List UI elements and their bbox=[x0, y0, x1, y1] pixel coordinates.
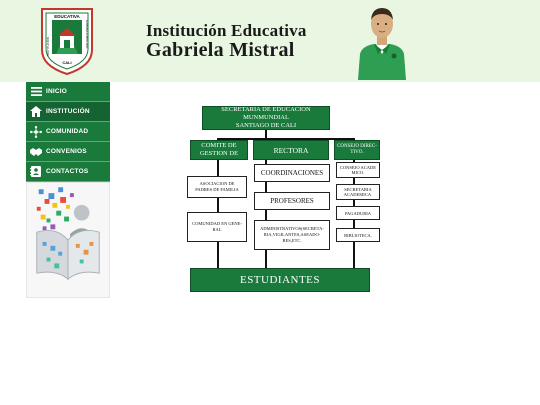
org-box-biblioteca: BIBLIOTECA. bbox=[336, 228, 380, 242]
home-icon bbox=[30, 106, 42, 118]
org-box-administrativos: ADMINISTRATIVOS(SECRETA- RIA,VIGILANTES,… bbox=[254, 220, 330, 250]
menu-icon bbox=[30, 86, 42, 98]
sidebar-item-contactos[interactable]: CONTACTOS bbox=[26, 162, 110, 182]
student-illustration bbox=[358, 8, 406, 80]
org-box-rectora: RECTORA bbox=[253, 140, 329, 160]
sidebar-item-comunidad[interactable]: COMUNIDAD bbox=[26, 122, 110, 142]
sidebar: INICIO INSTITUCIÓN COMUNIDAD CONVENIOS C… bbox=[26, 82, 110, 303]
svg-text:EDUCATIVA: EDUCATIVA bbox=[54, 14, 80, 19]
site-title-line2: Gabriela Mistral bbox=[146, 39, 295, 61]
org-box-consejo-academico: CONSEJO ACADE MICO. bbox=[336, 162, 380, 178]
org-box-estudiantes: ESTUDIANTES bbox=[190, 268, 370, 292]
org-box-consejo-directivo: CONSEJO DIREC- TIVO. bbox=[334, 140, 380, 160]
connector-line bbox=[217, 138, 354, 140]
org-box-profesores: PROFESORES bbox=[254, 192, 330, 210]
svg-text:GABRIELA MISTRAL: GABRIELA MISTRAL bbox=[85, 20, 89, 49]
sidebar-item-label: COMUNIDAD bbox=[46, 128, 89, 135]
connector-line bbox=[265, 129, 267, 140]
sidebar-item-label: CONTACTOS bbox=[46, 168, 89, 175]
org-box-comunidad-general: COMUNIDAD EN GENE- RAL bbox=[187, 212, 247, 242]
org-box-coordinaciones: COORDINACIONES bbox=[254, 164, 330, 182]
org-chart: SECRETARIA DE EDUCACION MUNMUNDIAL SANTI… bbox=[180, 100, 380, 300]
connector-line bbox=[217, 138, 219, 268]
org-box-comite-gestion: COMITE DE GESTION DE bbox=[190, 140, 248, 160]
svg-text:CALI: CALI bbox=[62, 60, 71, 65]
school-crest-logo: EDUCATIVA CALI INSTITUCIÓN GABRIELA MIST… bbox=[41, 8, 93, 76]
connector-line bbox=[353, 138, 355, 268]
sidebar-item-label: INICIO bbox=[46, 88, 68, 95]
handshake-icon bbox=[30, 146, 42, 158]
site-title: Institución Educativa Gabriela Mistral bbox=[146, 21, 307, 61]
contact-card-icon bbox=[30, 166, 42, 178]
org-box-secretaria-educacion: SECRETARIA DE EDUCACION MUNMUNDIAL SANTI… bbox=[202, 106, 330, 130]
header: EDUCATIVA CALI INSTITUCIÓN GABRIELA MIST… bbox=[0, 0, 540, 82]
org-box-pagaduria: PAGADURIA bbox=[336, 206, 380, 220]
site-title-line1: Institución Educativa bbox=[146, 21, 307, 40]
sidebar-item-label: CONVENIOS bbox=[46, 148, 87, 155]
org-box-secretaria-academica: SECRETARIA ACADEMICA. bbox=[336, 184, 380, 200]
sidebar-item-label: INSTITUCIÓN bbox=[46, 108, 90, 115]
sidebar-item-inicio[interactable]: INICIO bbox=[26, 82, 110, 102]
org-box-asociacion-padres: ASOCIACION DE PADRES DE FAMILIA bbox=[187, 176, 247, 198]
community-illustration bbox=[26, 182, 110, 298]
svg-text:INSTITUCIÓN: INSTITUCIÓN bbox=[45, 37, 50, 56]
sidebar-item-convenios[interactable]: CONVENIOS bbox=[26, 142, 110, 162]
sidebar-item-institucion[interactable]: INSTITUCIÓN bbox=[26, 102, 110, 122]
network-icon bbox=[30, 125, 42, 138]
